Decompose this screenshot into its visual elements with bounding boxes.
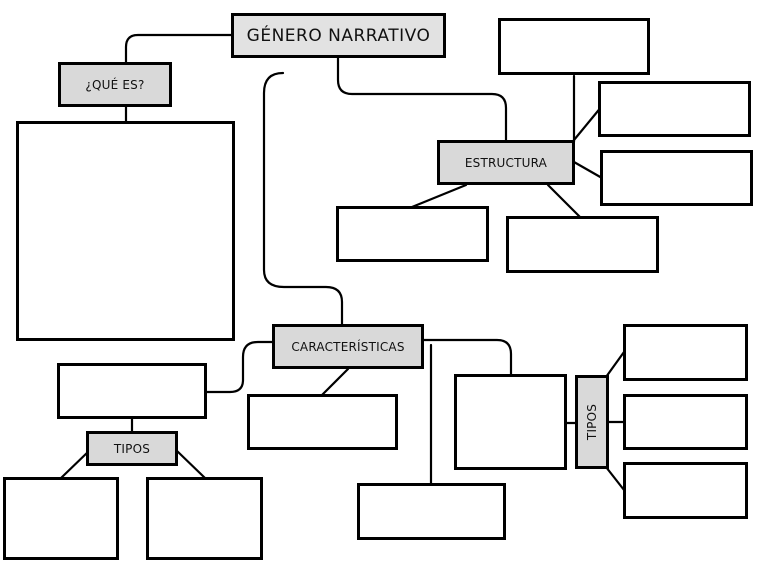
caracteristicas-box-center[interactable] (247, 394, 398, 450)
caracteristicas-node: CARACTERÍSTICAS (272, 324, 424, 369)
caracteristicas-box-bottom[interactable] (357, 483, 506, 540)
caracteristicas-box-right[interactable] (454, 374, 567, 470)
tipos-right-box-2[interactable] (623, 394, 748, 450)
estructura-node: ESTRUCTURA (437, 140, 575, 185)
estructura-box-left[interactable] (336, 206, 489, 262)
caracteristicas-box-left[interactable] (57, 363, 207, 419)
tipos-right-box-1[interactable] (623, 324, 748, 381)
tipos-left-box-2[interactable] (146, 477, 263, 560)
tipos-right-node: TIPOS (575, 375, 609, 469)
tipos-left-text: TIPOS (113, 441, 151, 456)
tipos-left-node: TIPOS (86, 431, 178, 466)
estructura-text: ESTRUCTURA (464, 155, 548, 170)
tipos-right-box-3[interactable] (623, 462, 748, 519)
caracteristicas-text: CARACTERÍSTICAS (291, 339, 405, 354)
estructura-box-top[interactable] (498, 18, 650, 75)
title-text: GÉNERO NARRATIVO (246, 25, 431, 46)
estructura-box-right-1[interactable] (598, 81, 751, 137)
estructura-box-right-2[interactable] (600, 150, 753, 206)
que-es-answer-box[interactable] (16, 121, 235, 341)
tipos-right-text: TIPOS (585, 403, 600, 441)
estructura-box-bottom[interactable] (506, 216, 659, 273)
que-es-node: ¿QUÉ ES? (58, 62, 172, 107)
que-es-text: ¿QUÉ ES? (85, 77, 145, 92)
title-node: GÉNERO NARRATIVO (231, 13, 446, 58)
tipos-left-box-1[interactable] (3, 477, 119, 560)
